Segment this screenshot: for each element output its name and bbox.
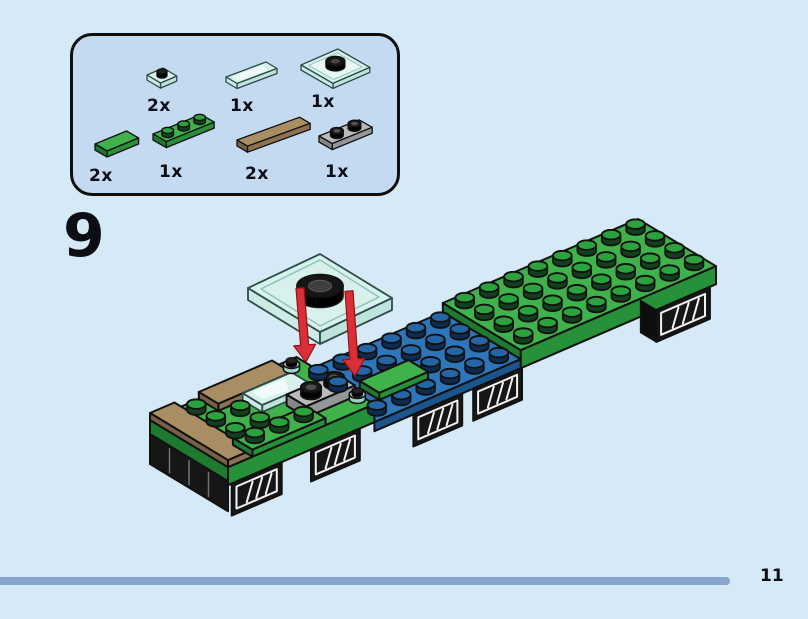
green-1x2-tile-icon xyxy=(94,130,140,158)
part-item-trans-4x4-plate: 1x xyxy=(295,40,391,112)
trans-1x2-tile-icon xyxy=(225,61,278,90)
part-count: 1x xyxy=(230,96,254,116)
parts-box: 2x 1x 1x 2x 1x 2x 1x xyxy=(70,33,400,196)
part-count: 2x xyxy=(147,96,171,116)
gray-1x2-plate-studs-icon xyxy=(318,119,373,151)
part-item-trans-1x1-plate: 2x xyxy=(133,44,229,116)
part-item-trans-1x2-tile: 1x xyxy=(218,44,314,116)
green-1x3-plate-icon xyxy=(152,113,215,149)
tan-1x4-tile-icon xyxy=(236,116,311,153)
part-count: 2x xyxy=(89,166,113,186)
page-number: 11 xyxy=(760,566,784,586)
part-count: 1x xyxy=(311,92,335,112)
part-count: 1x xyxy=(325,162,349,182)
part-item-gray-1x2-plate: 1x xyxy=(311,110,407,182)
part-item-tan-1x4-tile: 2x xyxy=(231,112,327,184)
part-item-green-1x2-tile: 2x xyxy=(85,114,181,186)
part-count: 2x xyxy=(245,164,269,184)
trans-4x4-plate-dish-icon xyxy=(300,48,371,90)
trans-1x1-plate-black-stud-icon xyxy=(146,67,178,89)
footer-divider xyxy=(0,577,730,585)
part-item-green-1x3-plate: 1x xyxy=(145,110,241,182)
part-count: 1x xyxy=(159,162,183,182)
step-number: 9 xyxy=(63,201,105,271)
